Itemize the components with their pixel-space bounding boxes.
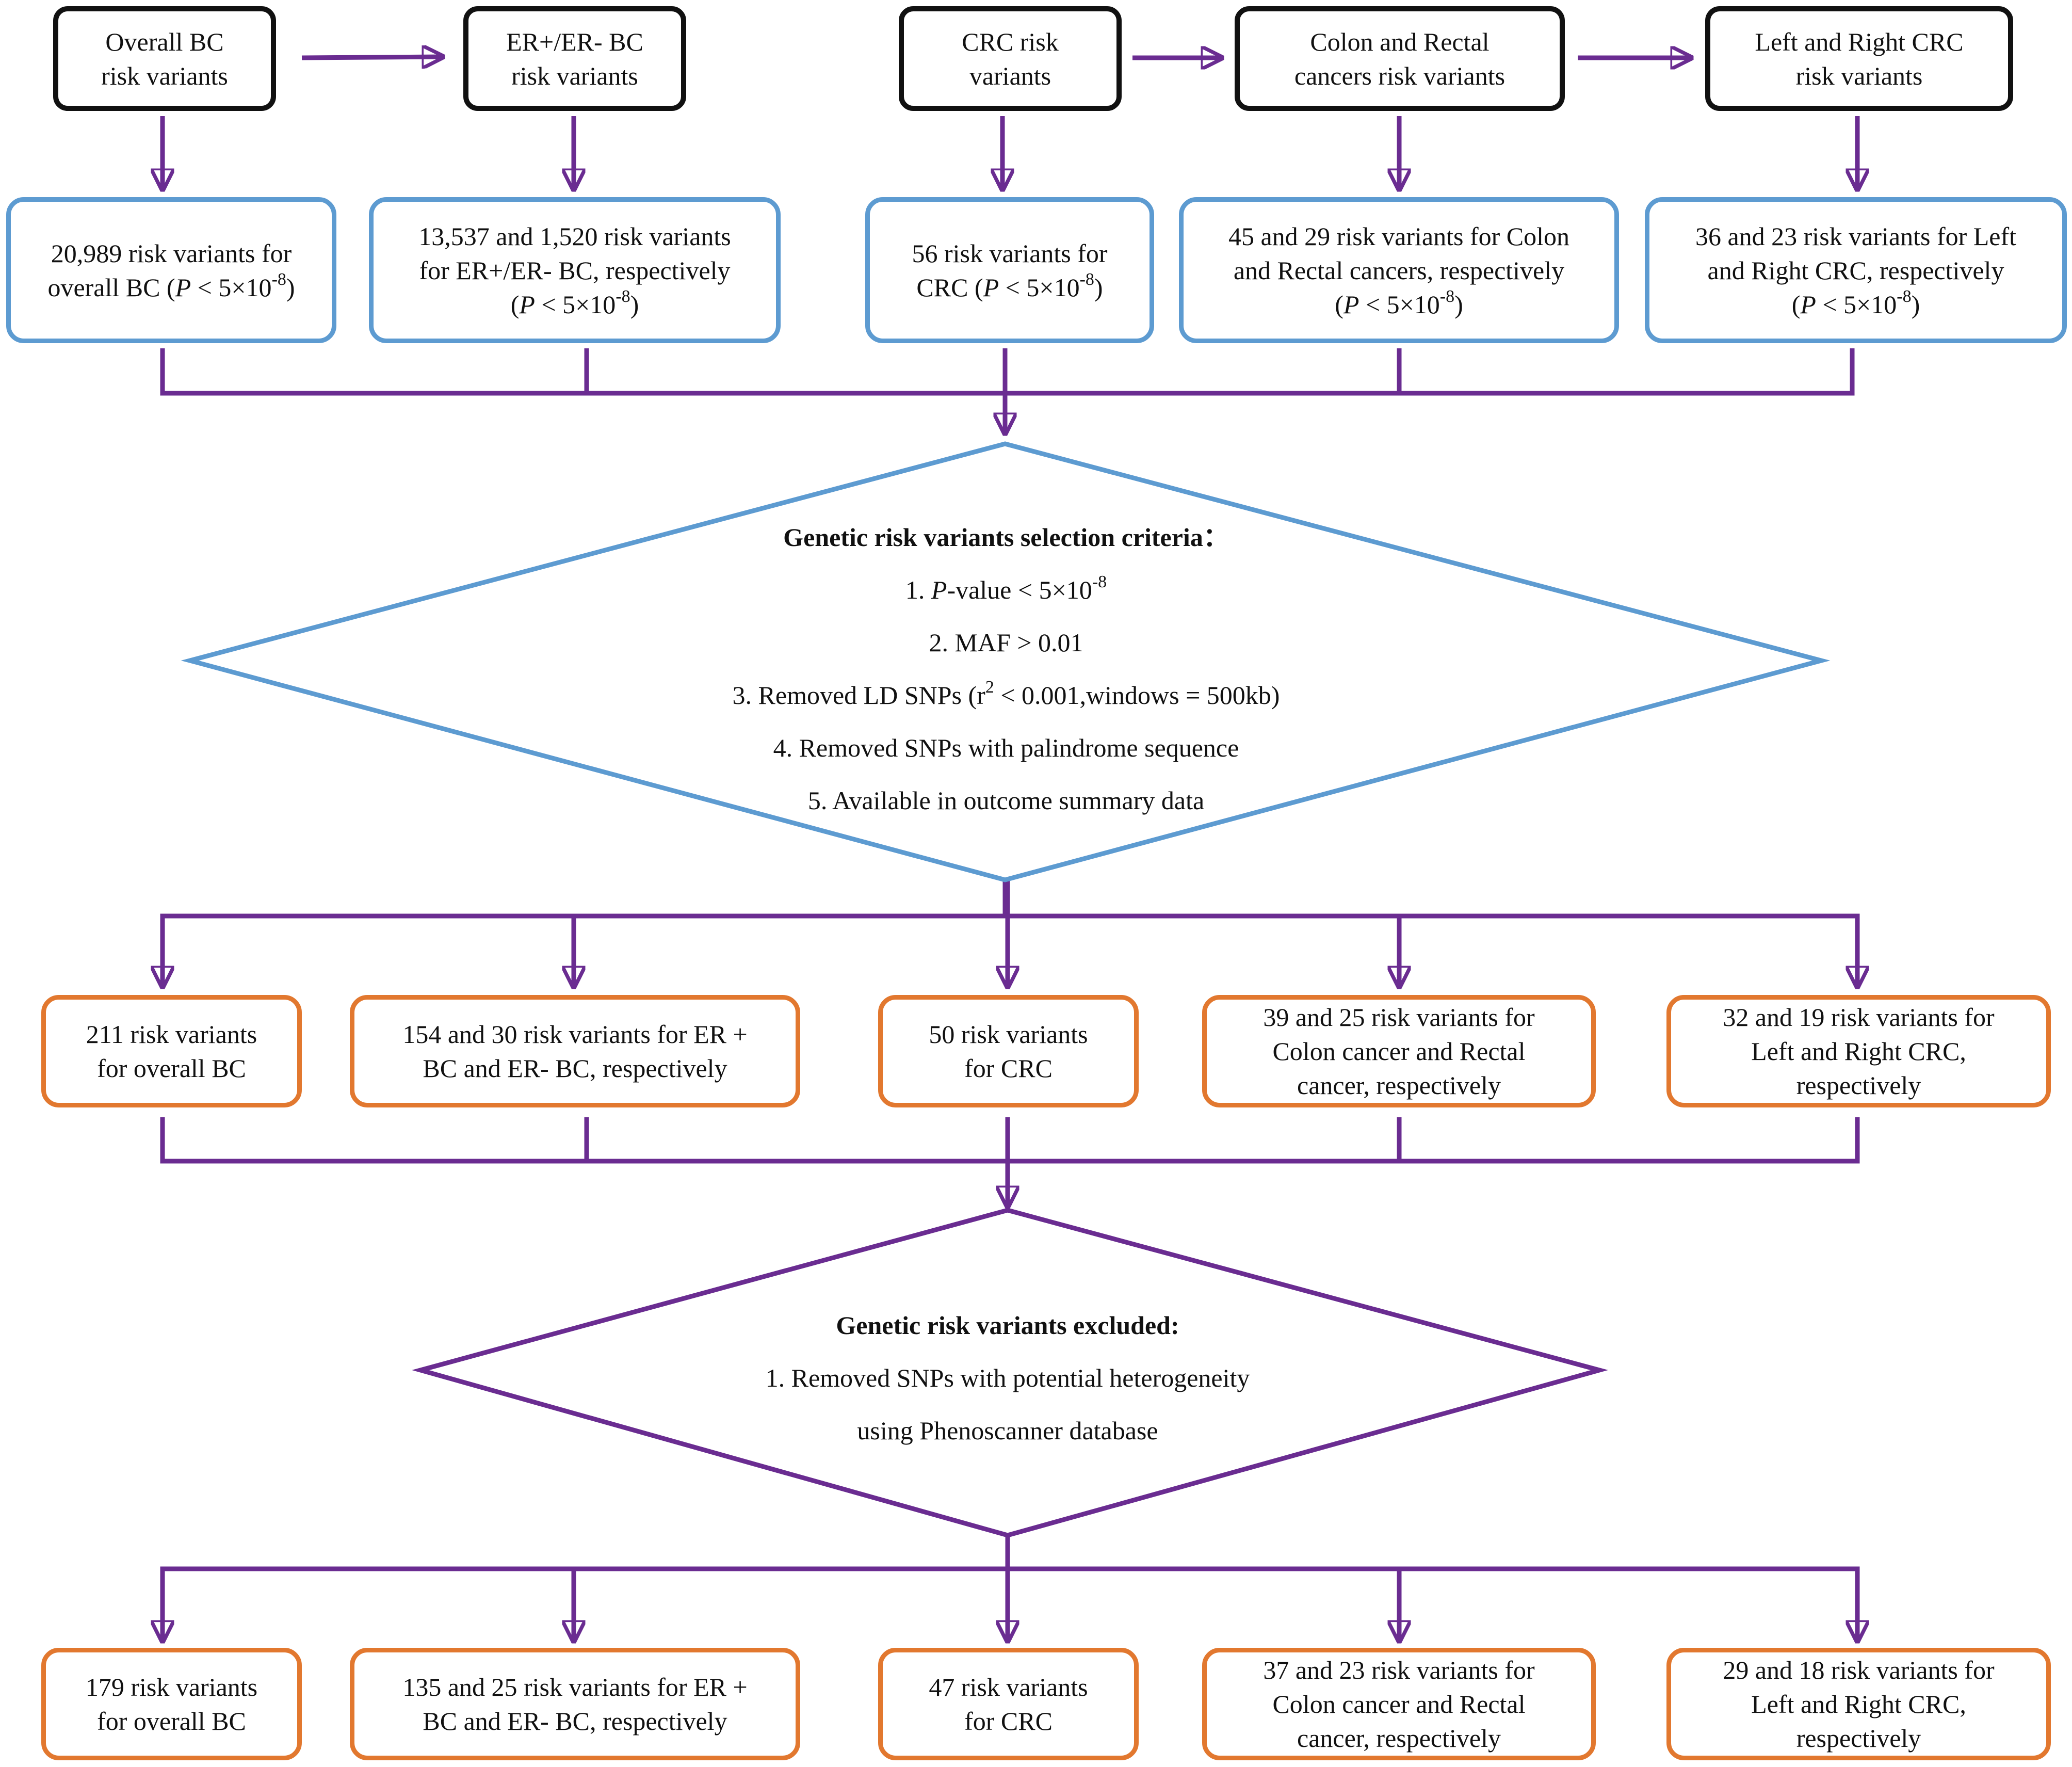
crc-selected-box: 50 risk variants for CRC [878,995,1139,1107]
left-right-crc-risk-variants-text: Left and Right CRC risk variants [1755,27,1964,90]
selection-criteria-diamond [181,441,1831,882]
colon-rectal-gwas-box: 45 and 29 risk variants for Colon and Re… [1179,197,1619,343]
crc-risk-variants-text: CRC risk variants [962,27,1059,90]
crc-final-text: 47 risk variants for CRC [929,1673,1088,1736]
overall-bc-final-box: 179 risk variants for overall BC [41,1648,302,1760]
colon-rectal-final-box: 37 and 23 risk variants for Colon cancer… [1202,1648,1596,1760]
exclusion-criteria-text: Genetic risk variants excluded: 1. Remov… [646,1299,1369,1457]
overall-bc-final-text: 179 risk variants for overall BC [85,1673,258,1736]
overall-bc-gwas-box: 20,989 risk variants for overall BC (P <… [6,197,336,343]
er-bc-final-box: 135 and 25 risk variants for ER + BC and… [350,1648,800,1760]
er-bc-gwas-text: 13,537 and 1,520 risk variants for ER+/E… [418,221,731,319]
colon-rectal-risk-variants-box: Colon and Rectal cancers risk variants [1235,6,1565,111]
left-right-crc-selected-box: 32 and 19 risk variants for Left and Rig… [1666,995,2051,1107]
exclusion-line-1: 1. Removed SNPs with potential heterogen… [765,1363,1250,1392]
left-right-crc-gwas-box: 36 and 23 risk variants for Left and Rig… [1645,197,2067,343]
overall-bc-risk-variants-box: Overall BC risk variants [53,6,276,111]
er-bc-selected-text: 154 and 30 risk variants for ER + BC and… [402,1020,748,1083]
arrow-overall-to-er [301,57,443,58]
selection-criteria-title: Genetic risk variants selection criteria… [783,523,1229,552]
criterion-1: 1. P-value < 5×10-8 [905,572,1107,604]
criterion-4: 4. Removed SNPs with palindrome sequence [773,733,1239,762]
criterion-2: 2. MAF > 0.01 [929,628,1083,657]
er-bc-risk-variants-box: ER+/ER- BC risk variants [463,6,686,111]
er-bc-final-text: 135 and 25 risk variants for ER + BC and… [402,1673,748,1736]
crc-gwas-box: 56 risk variants for CRC (P < 5×10-8) [865,197,1154,343]
left-right-crc-risk-variants-box: Left and Right CRC risk variants [1705,6,2013,111]
exclusion-line-2: using Phenoscanner database [857,1416,1158,1445]
exclusion-criteria-title: Genetic risk variants excluded: [836,1311,1179,1340]
overall-bc-selected-text: 211 risk variants for overall BC [86,1020,257,1083]
er-bc-risk-variants-text: ER+/ER- BC risk variants [506,27,643,90]
left-right-crc-final-text: 29 and 18 risk variants for Left and Rig… [1723,1656,1995,1753]
left-right-crc-final-box: 29 and 18 risk variants for Left and Rig… [1666,1648,2051,1760]
colon-rectal-final-text: 37 and 23 risk variants for Colon cancer… [1263,1656,1535,1753]
colon-rectal-risk-variants-text: Colon and Rectal cancers risk variants [1294,27,1506,90]
crc-selected-text: 50 risk variants for CRC [929,1020,1088,1083]
crc-risk-variants-box: CRC risk variants [899,6,1122,111]
exclusion-criteria-diamond [412,1208,1608,1538]
colon-rectal-gwas-text: 45 and 29 risk variants for Colon and Re… [1228,221,1569,319]
left-right-crc-selected-text: 32 and 19 risk variants for Left and Rig… [1723,1003,1995,1100]
criterion-5: 5. Available in outcome summary data [807,786,1205,815]
overall-bc-gwas-text: 20,989 risk variants for overall BC (P <… [47,238,295,302]
overall-bc-risk-variants-text: Overall BC risk variants [101,27,228,90]
selection-criteria-text: Genetic risk variants selection criteria… [593,511,1419,827]
er-bc-gwas-box: 13,537 and 1,520 risk variants for ER+/E… [369,197,781,343]
colon-rectal-selected-box: 39 and 25 risk variants for Colon cancer… [1202,995,1596,1107]
criterion-3: 3. Removed LD SNPs (r2 < 0.001,windows =… [732,678,1280,710]
crc-gwas-text: 56 risk variants for CRC (P < 5×10-8) [912,238,1108,302]
crc-final-box: 47 risk variants for CRC [878,1648,1139,1760]
left-right-crc-gwas-text: 36 and 23 risk variants for Left and Rig… [1695,221,2017,319]
er-bc-selected-box: 154 and 30 risk variants for ER + BC and… [350,995,800,1107]
colon-rectal-selected-text: 39 and 25 risk variants for Colon cancer… [1263,1003,1535,1100]
overall-bc-selected-box: 211 risk variants for overall BC [41,995,302,1107]
